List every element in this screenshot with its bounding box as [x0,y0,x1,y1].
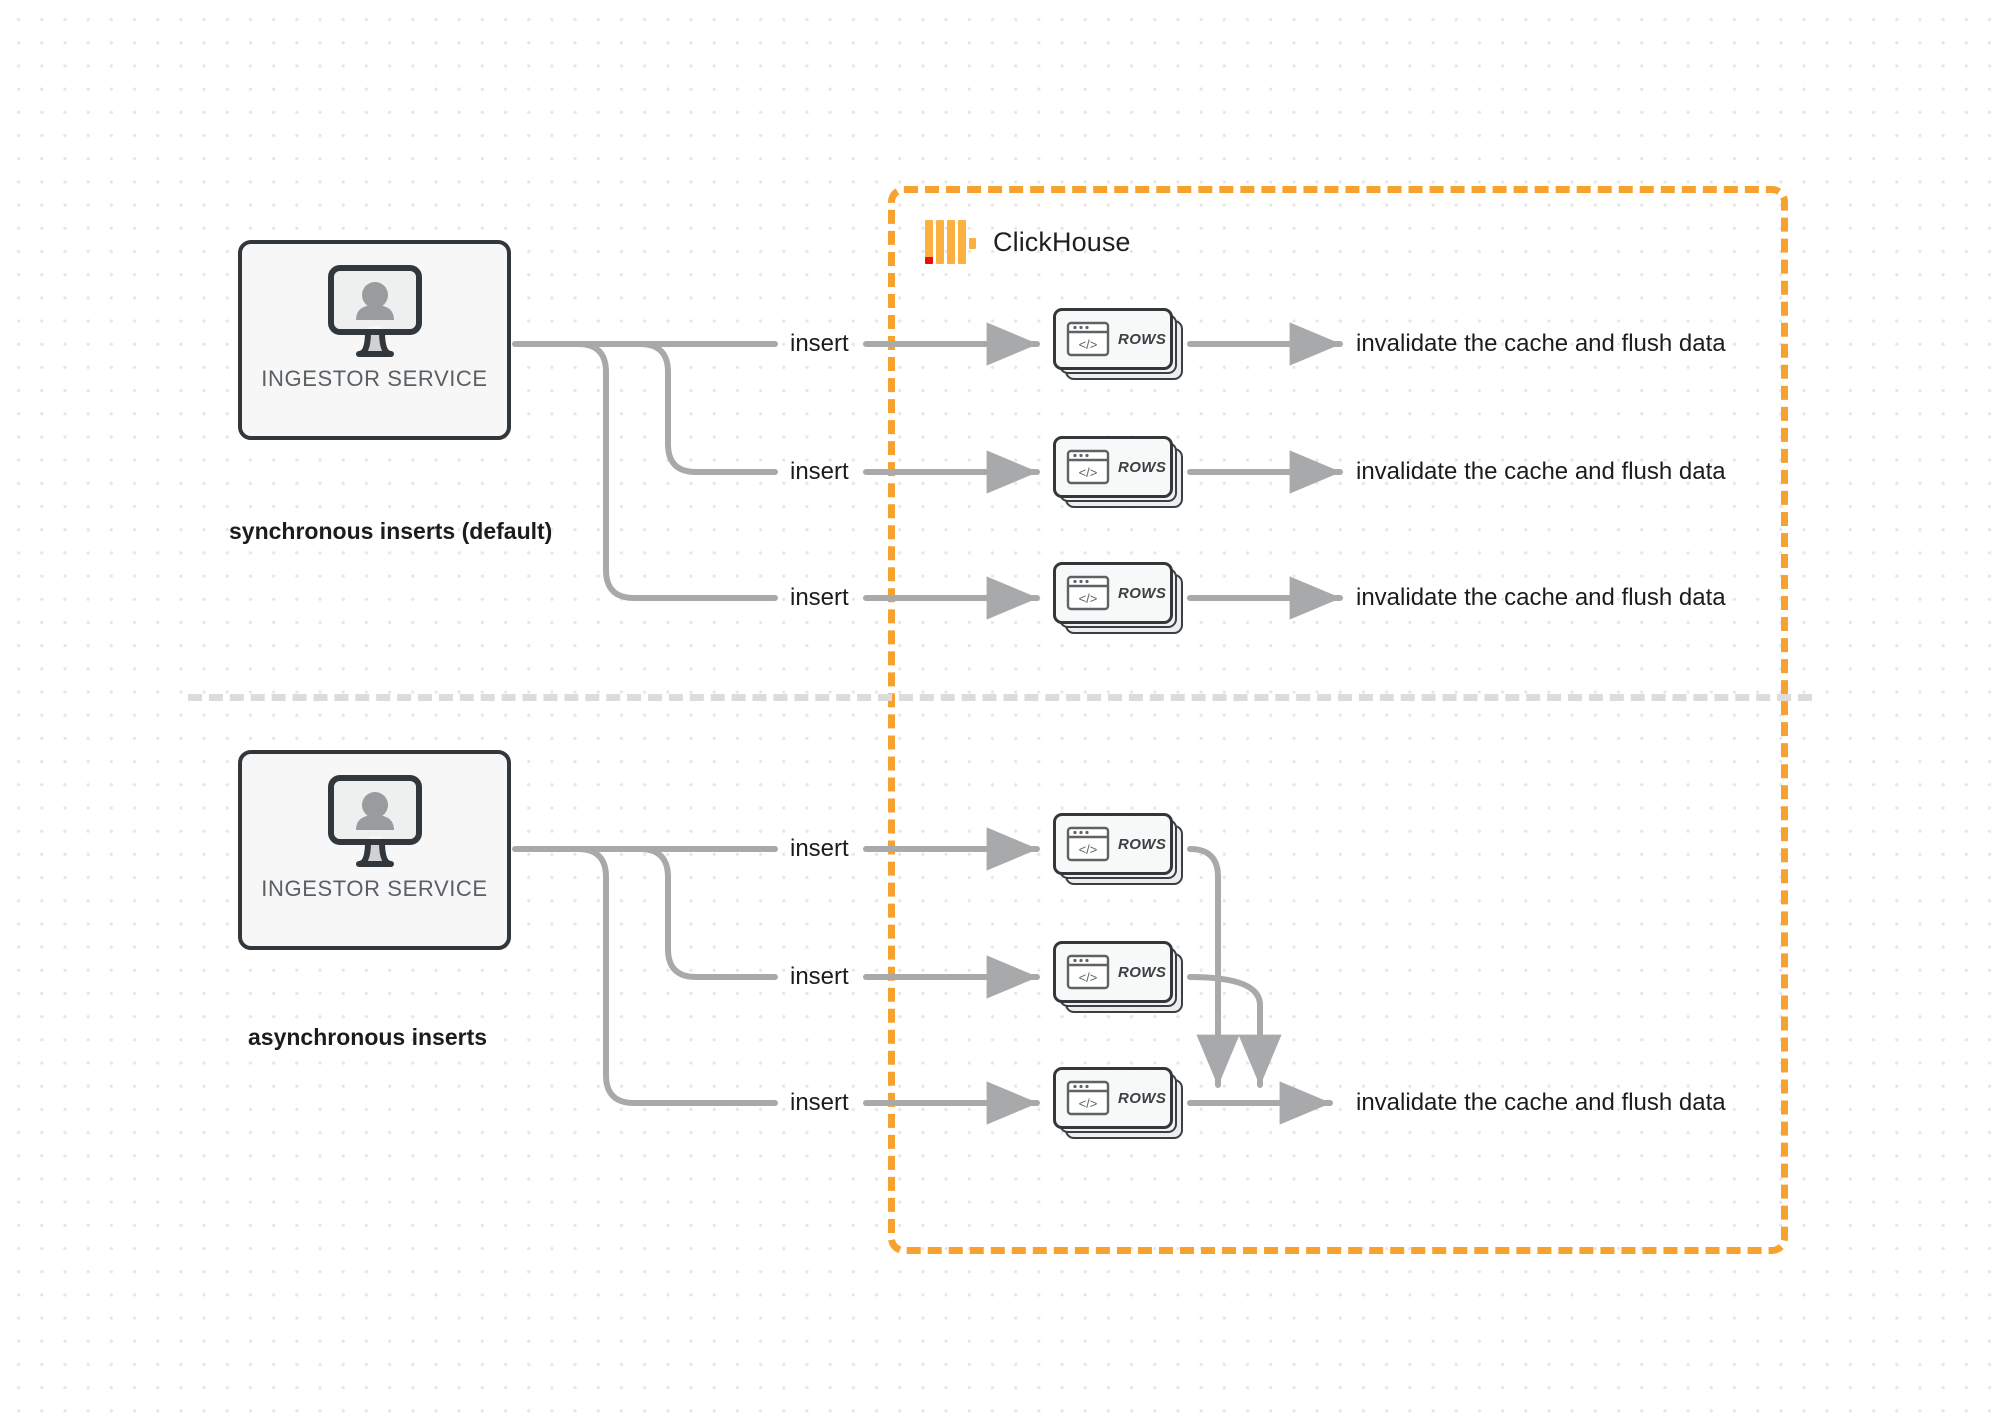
sync-rows-card-3[interactable]: </> ROWS [1053,562,1183,634]
async-rows-card-2[interactable]: </> ROWS [1053,941,1183,1013]
wire-async-merge-2 [1187,974,1282,1088]
svg-text:</>: </> [1079,337,1098,352]
sync-rows-card-1[interactable]: </> ROWS [1053,308,1183,380]
code-window-icon: </> [1066,575,1110,611]
sync-flush-label-2: invalidate the cache and flush data [1356,458,1726,485]
sync-section-caption: synchronous inserts (default) [229,518,553,544]
sync-insert-label-1: insert [790,330,849,357]
clickhouse-boundary [888,186,1788,1254]
wire-async-branch-3 [575,846,778,1106]
async-rows-label-2: ROWS [1118,963,1167,981]
code-window-icon: </> [1066,826,1110,862]
svg-text:</>: </> [1079,1096,1098,1111]
code-window-icon: </> [1066,954,1110,990]
svg-text:</>: </> [1079,591,1098,606]
async-rows-label-1: ROWS [1118,835,1167,853]
async-rows-card-3[interactable]: </> ROWS [1053,1067,1183,1139]
code-window-icon: </> [1066,1080,1110,1116]
clickhouse-logo-icon [925,220,976,264]
sync-flush-label-3: invalidate the cache and flush data [1356,584,1726,611]
async-ingestor-label: INGESTOR SERVICE [261,876,488,901]
async-rows-card-1[interactable]: </> ROWS [1053,813,1183,885]
svg-text:</>: </> [1079,465,1098,480]
svg-text:</>: </> [1079,970,1098,985]
wire-sync-branch-3 [575,341,778,601]
sync-rows-card-2[interactable]: </> ROWS [1053,436,1183,508]
sync-rows-label-2: ROWS [1118,458,1167,476]
section-divider [188,694,1812,701]
sync-insert-label-2: insert [790,458,849,485]
sync-ingestor-label: INGESTOR SERVICE [261,366,488,391]
clickhouse-label: ClickHouse [993,226,1131,257]
async-rows-label-3: ROWS [1118,1089,1167,1107]
async-section-caption: asynchronous inserts [248,1024,488,1050]
sync-ingestor-service[interactable]: INGESTOR SERVICE [238,240,511,440]
async-insert-label-2: insert [790,963,849,990]
async-insert-label-1: insert [790,835,849,862]
sync-rows-label-1: ROWS [1118,330,1167,348]
code-window-icon: </> [1066,449,1110,485]
code-window-icon: </> [1066,321,1110,357]
sync-insert-label-3: insert [790,584,849,611]
wire-async-merge-1 [1187,846,1240,1088]
monitor-user-icon [327,265,422,357]
clickhouse-logo-row: ClickHouse [925,218,1131,266]
sync-rows-label-3: ROWS [1118,584,1167,602]
async-ingestor-service[interactable]: INGESTOR SERVICE [238,750,511,950]
async-insert-label-3: insert [790,1089,849,1116]
wire-async-branch-2 [637,846,778,980]
async-flush-label: invalidate the cache and flush data [1356,1089,1726,1116]
svg-text:</>: </> [1079,842,1098,857]
sync-flush-label-1: invalidate the cache and flush data [1356,330,1726,357]
monitor-user-icon [327,775,422,867]
wire-sync-branch-2 [637,341,778,475]
